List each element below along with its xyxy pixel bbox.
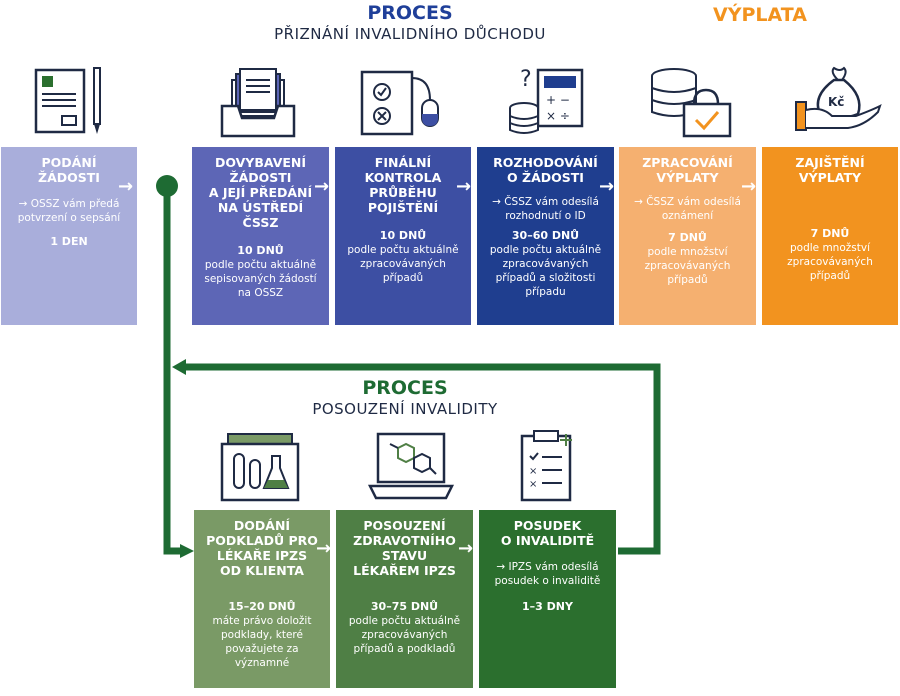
step-note: → ČSSZ vám odesílá oznámení (634, 196, 741, 222)
step-title: POSOUZENÍ ZDRAVOTNÍHO STAVU LÉKAŘEM IPZS (353, 518, 456, 578)
step-title: ZPRACOVÁNÍ VÝPLATY (642, 155, 733, 185)
checklist-mouse-icon (360, 70, 439, 136)
step-title: PODÁNÍ ŽÁDOSTI (38, 155, 100, 185)
svg-text:?: ? (520, 67, 532, 92)
svg-text:×: × (529, 479, 537, 490)
document-pen-icon (34, 67, 101, 134)
svg-text:×: × (529, 466, 537, 477)
arrow-right-icon: → (118, 176, 134, 197)
step-decision: ROZHODOVÁNÍ O ŽÁDOSTI → ČSSZ vám odesílá… (477, 147, 614, 325)
step-duration-detail: máte právo doložit podklady, které považ… (212, 615, 312, 669)
svg-text:+ −: + − (546, 93, 570, 107)
step-submit-application: PODÁNÍ ŽÁDOSTI → OSSZ vám předá potvrzen… (1, 147, 137, 325)
step-duration-detail: podle počtu aktuálně zpracovávaných příp… (489, 244, 602, 298)
step-title: DODÁNÍ PODKLADŮ PRO LÉKAŘE IPZS OD KLIEN… (206, 518, 318, 578)
step-deliver-documents: DODÁNÍ PODKLADŮ PRO LÉKAŘE IPZS OD KLIEN… (194, 510, 330, 688)
step-duration-detail: podle počtu aktuálně sepisovaných žádost… (204, 259, 317, 299)
step-duration: 1–3 DNY (522, 600, 573, 613)
step-duration: 10 DNŮ (379, 229, 427, 242)
step-title: POSUDEK O INVALIDITĚ (500, 518, 595, 548)
step-duration-detail: podle množství zpracovávaných případů (787, 242, 873, 282)
step-title: ROZHODOVÁNÍ O ŽÁDOSTI (493, 155, 598, 185)
step-duration: 7 DNŮ (810, 227, 850, 240)
step-duration: 15–20 DNŮ (228, 600, 296, 613)
step-title: DOVYBAVENÍ ŽÁDOSTI A JEJÍ PŘEDÁNÍ NA ÚST… (208, 155, 313, 230)
step-duration: 1 DEN (50, 235, 88, 248)
step-duration: 10 DNŮ (237, 244, 284, 257)
step-final-check: FINÁLNÍ KONTROLA PRŮBĚHU POJIŠTĚNÍ 10 DN… (335, 147, 471, 325)
process2-label: PROCES (362, 377, 448, 399)
process1-label: PROCES (367, 2, 453, 24)
step-note: → ČSSZ vám odesílá rozhodnutí o ID (492, 196, 599, 222)
process1-subtitle: PŘIZNÁNÍ INVALIDNÍHO DŮCHODU (274, 25, 546, 43)
step-note: → IPZS vám odesílá posudek o invaliditě (494, 561, 601, 587)
arrow-right-icon: → (741, 176, 757, 197)
step-duration-detail: podle počtu aktuálně zpracovávaných příp… (348, 615, 461, 655)
step-payout-processing: ZPRACOVÁNÍ VÝPLATY → ČSSZ vám odesílá oz… (619, 147, 756, 325)
arrow-right-icon: → (314, 176, 330, 197)
hand-moneybag-icon: Kč (795, 66, 882, 131)
payout-label: VÝPLATA (713, 4, 807, 26)
step-duration: 30–75 DNŮ (370, 600, 439, 613)
process2-subtitle: POSOUZENÍ INVALIDITY (312, 400, 498, 418)
clipboard-checklist-icon: × × (520, 430, 572, 502)
lab-case-icon (220, 433, 300, 502)
step-invalidity-report: POSUDEK O INVALIDITĚ → IPZS vám odesílá … (479, 510, 616, 688)
currency-symbol: Kč (828, 95, 844, 109)
step-payout-provision: ZAJIŠTĚNÍ VÝPLATY 7 DNŮ podle množství zp… (762, 147, 898, 325)
step-health-assessment: POSOUZENÍ ZDRAVOTNÍHO STAVU LÉKAŘEM IPZS… (336, 510, 473, 688)
step-duration: 30–60 DNŮ (511, 229, 580, 242)
step-title: FINÁLNÍ KONTROLA PRŮBĚHU POJIŠTĚNÍ (364, 155, 442, 215)
database-checkbox-icon (651, 68, 732, 138)
step-duration-detail: podle množství zpracovávaných případů (644, 246, 731, 286)
step-duration-detail: podle počtu aktuálně zpracovávaných příp… (347, 244, 459, 284)
laptop-molecule-icon (367, 432, 455, 500)
step-title: ZAJIŠTĚNÍ VÝPLATY (795, 155, 865, 185)
svg-text:× ÷: × ÷ (546, 109, 570, 123)
calculator-coins-icon: ? + − × ÷ (509, 67, 584, 134)
inbox-tray-icon (220, 68, 296, 138)
arrow-right-icon: → (456, 176, 472, 197)
step-note: → OSSZ vám předá potvrzení o sepsání (17, 198, 121, 224)
arrow-right-icon: → (599, 176, 615, 197)
arrow-right-icon: → (316, 538, 332, 559)
step-complete-application: DOVYBAVENÍ ŽÁDOSTI A JEJÍ PŘEDÁNÍ NA ÚST… (192, 147, 329, 325)
arrow-right-icon: → (458, 538, 474, 559)
step-duration: 7 DNŮ (668, 231, 707, 244)
